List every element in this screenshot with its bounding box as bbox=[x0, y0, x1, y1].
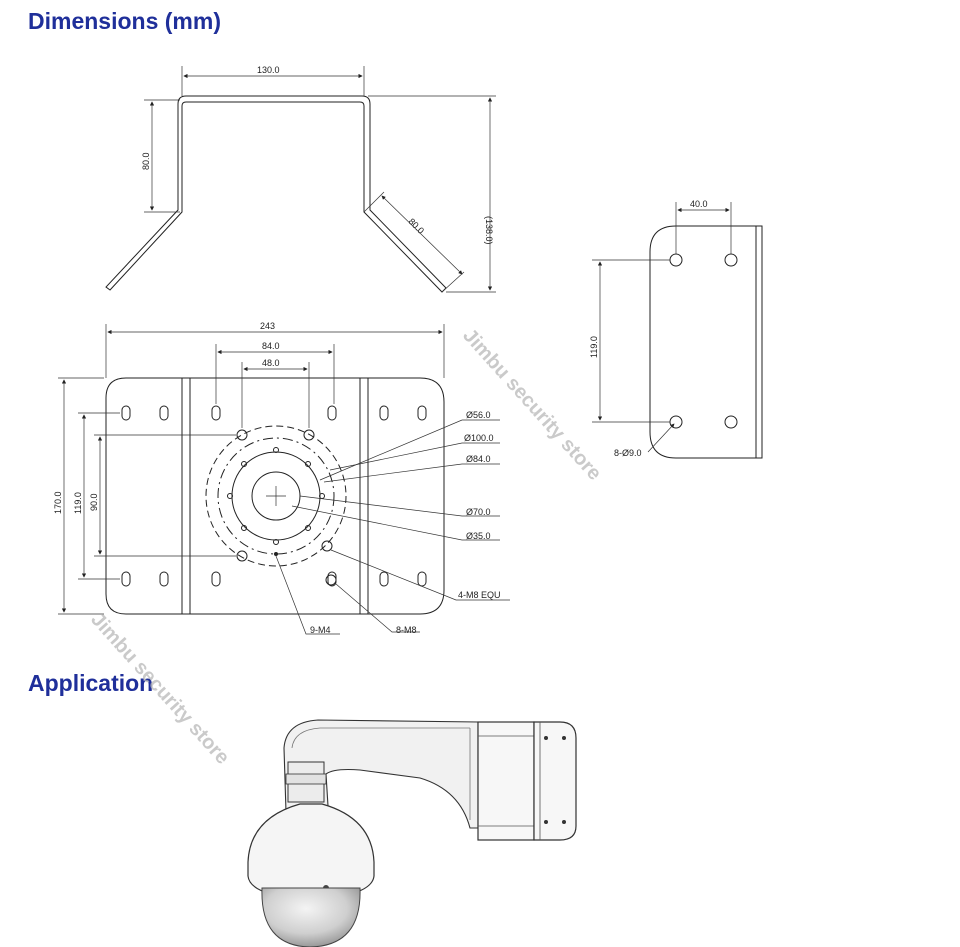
label-d100: Ø100.0 bbox=[464, 433, 494, 443]
leader-lines bbox=[275, 419, 510, 635]
dim-hole-spacing-40: 40.0 bbox=[690, 199, 708, 209]
dim-center-48: 48.0 bbox=[262, 358, 280, 368]
bracket-profile bbox=[105, 95, 447, 293]
dim-height-80: 80.0 bbox=[141, 152, 151, 170]
dim-angled-80: 80.0 bbox=[407, 216, 426, 235]
wall-plate bbox=[533, 721, 577, 841]
dim-inner-84: 84.0 bbox=[262, 341, 280, 351]
bolt-circles bbox=[205, 425, 347, 567]
dimensions-heading: Dimensions (mm) bbox=[28, 8, 221, 34]
label-d84: Ø84.0 bbox=[466, 454, 491, 464]
label-d56: Ø56.0 bbox=[466, 410, 491, 420]
front-view-drawing: 243 84.0 48.0 170.0 119.0 90.0 bbox=[53, 321, 510, 635]
wall-block bbox=[477, 721, 535, 841]
end-view-drawing: 40.0 119.0 8-Ø9.0 bbox=[589, 199, 763, 459]
dim-total-138: (138.0) bbox=[484, 216, 494, 245]
watermark-text: Jimbu security store bbox=[86, 609, 233, 769]
label-holes-9: 8-Ø9.0 bbox=[614, 448, 642, 458]
dim-width-130: 130.0 bbox=[257, 65, 280, 75]
label-4m8-equ: 4-M8 EQU bbox=[458, 590, 501, 600]
application-heading: Application bbox=[28, 670, 154, 696]
mount-slots bbox=[121, 405, 427, 587]
end-plate-outline bbox=[649, 225, 763, 459]
bracket-arm bbox=[283, 719, 479, 829]
label-8m8: 8-M8 bbox=[396, 625, 417, 635]
dim-h-90: 90.0 bbox=[89, 493, 99, 511]
label-9m4: 9-M4 bbox=[310, 625, 331, 635]
dim-h-119: 119.0 bbox=[73, 492, 83, 514]
dim-plate-height-170: 170.0 bbox=[53, 491, 63, 514]
dim-end-height-119: 119.0 bbox=[589, 336, 599, 358]
mount-hole bbox=[724, 415, 738, 429]
label-d35: Ø35.0 bbox=[466, 531, 491, 541]
camera-mount-illustration bbox=[247, 719, 577, 947]
mount-hole bbox=[724, 253, 738, 267]
mount-hole bbox=[669, 253, 683, 267]
dim-plate-width-243: 243 bbox=[260, 321, 275, 331]
side-view-drawing: 130.0 80.0 80.0 (138.0) bbox=[105, 65, 496, 293]
label-d70: Ø70.0 bbox=[466, 507, 491, 517]
m8-holes bbox=[236, 429, 337, 586]
camera-housing bbox=[247, 803, 375, 901]
mount-plate-outline bbox=[105, 377, 445, 615]
camera-dome bbox=[261, 887, 361, 947]
